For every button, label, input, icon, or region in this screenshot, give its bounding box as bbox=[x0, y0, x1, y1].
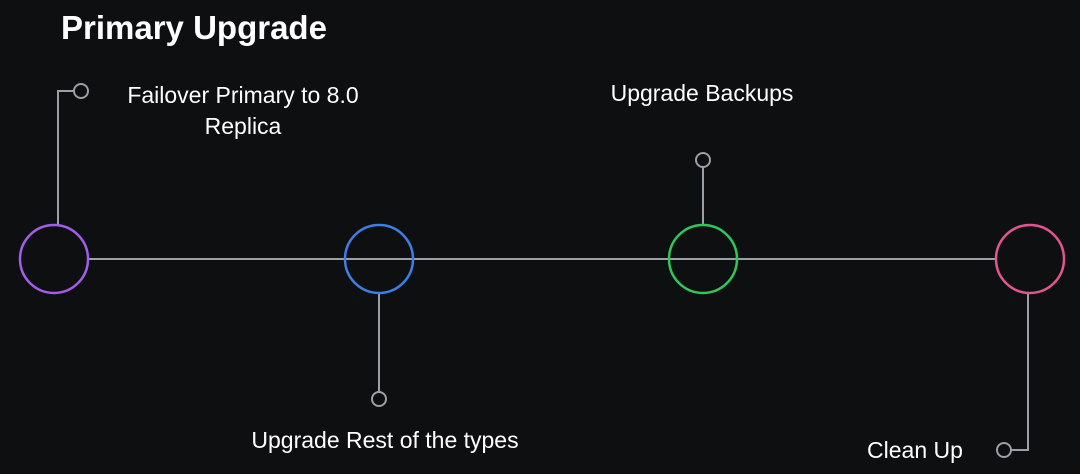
step-2-node bbox=[343, 223, 415, 295]
step-1-label: Failover Primary to 8.0 Replica bbox=[98, 80, 388, 142]
step-1-node bbox=[18, 223, 90, 295]
step-4-end-marker bbox=[996, 442, 1012, 458]
step-3-label: Upgrade Backups bbox=[582, 78, 822, 109]
step-2-end-marker bbox=[371, 391, 387, 407]
step-3-end-marker bbox=[695, 152, 711, 168]
step-2-label-line-1: Upgrade Rest of the types bbox=[251, 427, 519, 453]
step-4-connector bbox=[1011, 293, 1029, 451]
step-4-node bbox=[994, 223, 1066, 295]
step-4-label-line-1: Clean Up bbox=[867, 437, 963, 463]
step-3-label-line-1: Upgrade Backups bbox=[610, 80, 794, 106]
step-2-label: Upgrade Rest of the types bbox=[226, 425, 544, 456]
step-4-label: Clean Up bbox=[850, 435, 980, 466]
page-title: Primary Upgrade bbox=[61, 9, 327, 46]
step-1-label-line-2: Replica bbox=[204, 113, 282, 139]
step-3-node bbox=[667, 223, 739, 295]
step-1-label-line-1: Failover Primary to 8.0 bbox=[127, 82, 359, 108]
step-1-end-marker bbox=[73, 83, 89, 99]
step-1-connector bbox=[57, 90, 74, 225]
